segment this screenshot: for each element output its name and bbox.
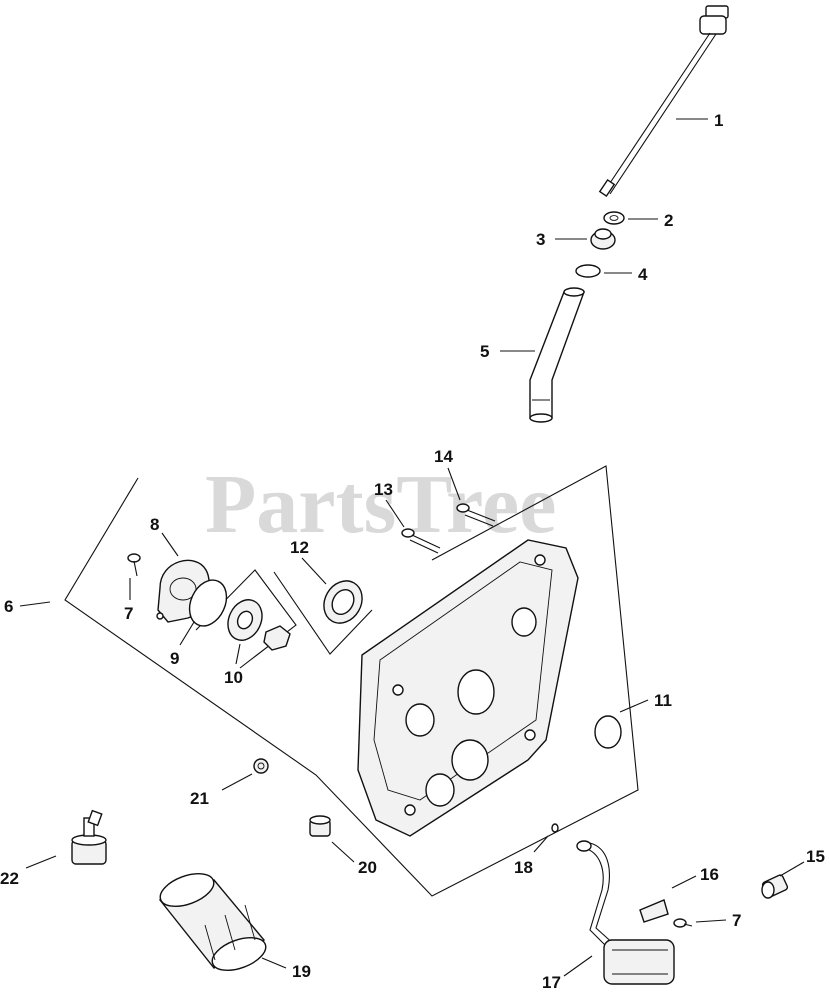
callout-17: 17 [542, 973, 561, 992]
oring-9[interactable] [182, 574, 233, 632]
oil-pickup[interactable] [576, 840, 675, 985]
callout-7b: 7 [732, 911, 741, 930]
callout-14: 14 [434, 447, 453, 466]
screw-7b[interactable] [673, 918, 693, 928]
seal-outline [273, 571, 373, 655]
dipstick-tube[interactable] [529, 287, 585, 423]
bracket-16[interactable] [639, 899, 669, 923]
callout-9: 9 [170, 649, 179, 668]
bolt-14[interactable] [456, 503, 496, 527]
watermark: PartsTree [205, 458, 556, 551]
closure-plate[interactable] [357, 539, 579, 837]
callout-21: 21 [190, 789, 209, 808]
plug-21[interactable] [253, 758, 269, 774]
bolt-13[interactable] [401, 528, 441, 554]
callout-13: 13 [374, 480, 393, 499]
callout-16: 16 [700, 865, 719, 884]
dipstick[interactable] [598, 5, 729, 198]
oil-pressure-switch[interactable] [71, 809, 107, 865]
oring-18[interactable] [551, 823, 559, 833]
callout-20: 20 [358, 858, 377, 877]
callout-1: 1 [714, 111, 723, 130]
screw-7a[interactable] [127, 553, 141, 577]
callout-2: 2 [664, 211, 673, 230]
oring-4[interactable] [575, 264, 601, 278]
callout-3: 3 [536, 230, 545, 249]
callout-5: 5 [480, 342, 489, 361]
callout-6: 6 [4, 597, 13, 616]
oil-filter[interactable] [156, 867, 270, 976]
oring-2[interactable] [603, 211, 625, 225]
fitting-15[interactable] [761, 874, 789, 899]
callouts: 1 2 3 4 5 6 7 8 9 10 11 12 13 14 15 16 1… [0, 111, 825, 992]
callout-12: 12 [290, 538, 309, 557]
callout-8: 8 [150, 515, 159, 534]
oil-pump-rotor[interactable] [222, 594, 291, 651]
leader-lines [19, 118, 805, 977]
callout-7a: 7 [124, 604, 133, 623]
oring-11[interactable] [594, 715, 622, 749]
callout-4: 4 [638, 265, 648, 284]
callout-15: 15 [806, 847, 825, 866]
callout-19: 19 [292, 962, 311, 981]
callout-22: 22 [0, 869, 19, 888]
fitting-20[interactable] [309, 815, 331, 837]
assembly-outline [64, 465, 639, 897]
callout-18: 18 [514, 858, 533, 877]
grommet-3[interactable] [590, 228, 616, 250]
callout-10: 10 [224, 668, 243, 687]
callout-11: 11 [654, 691, 672, 710]
oil-seal[interactable] [316, 574, 369, 630]
